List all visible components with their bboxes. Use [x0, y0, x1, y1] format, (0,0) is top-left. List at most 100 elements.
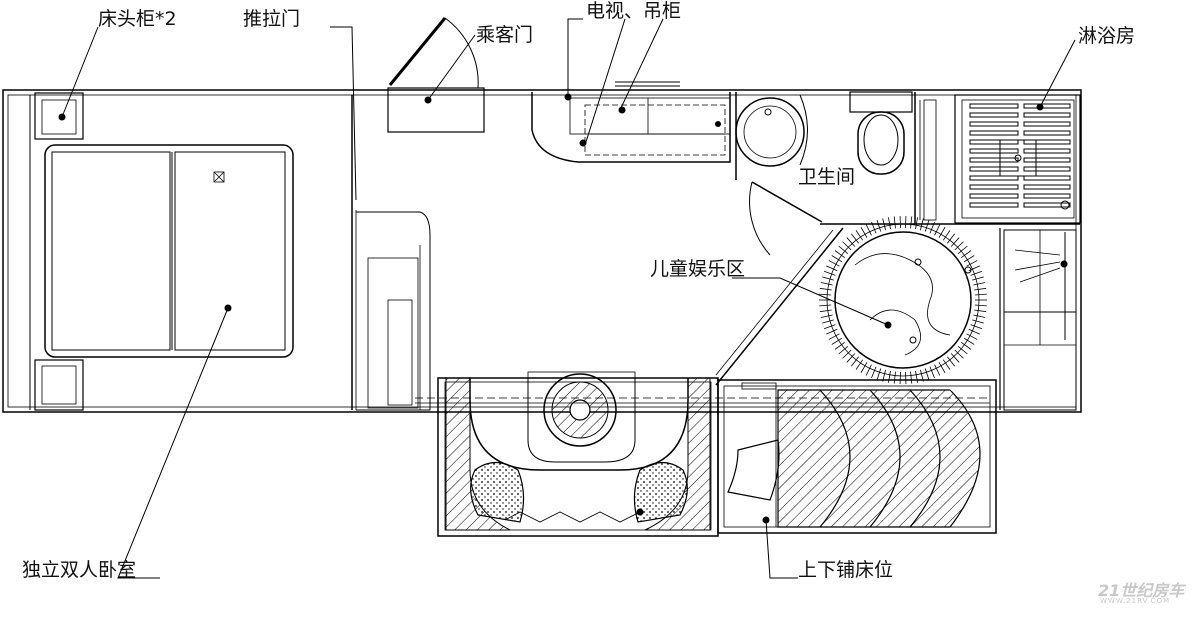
- shower-slat: [969, 103, 1019, 109]
- label-master-bedroom: 独立双人卧室: [22, 559, 137, 581]
- label-tv-cabinet: 电视、吊柜: [586, 0, 682, 22]
- mat-fringe: [819, 287, 832, 291]
- mat-fringe: [973, 282, 986, 286]
- mat-fringe: [831, 255, 843, 263]
- round-play-mat: [834, 231, 972, 369]
- mat-fringe: [893, 371, 896, 384]
- mat-fringe: [834, 341, 845, 350]
- mat-fringe: [957, 345, 968, 355]
- shower-slat: [1023, 193, 1071, 199]
- mat-fringe: [910, 371, 913, 384]
- mat-fringe: [942, 359, 951, 370]
- leader-dots: [58, 93, 1068, 524]
- mat-fringe: [929, 221, 935, 234]
- mat-fringe: [819, 293, 832, 296]
- entrance-step: [387, 87, 485, 133]
- mat-fringe: [838, 245, 849, 255]
- watermark-logo-text: 21世纪房车: [1098, 581, 1185, 600]
- shower-slat: [1023, 166, 1071, 172]
- shower-slat: [1023, 112, 1071, 118]
- mat-fringe: [947, 233, 956, 244]
- mat-fringe: [846, 237, 856, 247]
- shower-slat: [969, 157, 1019, 163]
- shower-slat: [1023, 103, 1071, 109]
- mat-fringe: [838, 345, 849, 355]
- mat-fringe: [865, 364, 872, 376]
- mat-fringe: [831, 337, 843, 345]
- mat-fringe: [850, 356, 859, 367]
- washbasin: [735, 97, 805, 167]
- shower-slat: [1023, 175, 1071, 181]
- mat-fringe: [915, 217, 918, 230]
- mat-fringe: [820, 282, 833, 286]
- mat-fringe: [957, 245, 968, 255]
- mat-fringe: [823, 270, 836, 276]
- mat-fringe: [934, 224, 941, 236]
- mat-fringe: [888, 370, 891, 383]
- entrance-area: [356, 17, 485, 411]
- mat-fringe: [963, 337, 975, 345]
- shower-slat: [969, 193, 1019, 199]
- shower-slat: [969, 112, 1019, 118]
- kids-play-area: [715, 216, 1001, 410]
- mat-fringe: [850, 233, 859, 244]
- mat-fringe: [915, 370, 918, 383]
- shower-slat: [1023, 121, 1071, 127]
- mat-fringe: [972, 276, 984, 281]
- mat-fringe: [822, 276, 834, 281]
- mat-fringe: [920, 218, 924, 231]
- shower-slat: [1023, 148, 1071, 154]
- shower-slat: [969, 166, 1019, 172]
- leader-lines: [61, 18, 1076, 579]
- shower-slat: [969, 121, 1019, 127]
- shower-area: [954, 94, 1081, 224]
- mat-fringe: [876, 368, 882, 381]
- mat-fringe: [846, 353, 856, 363]
- double-bed: [44, 144, 294, 358]
- tv-cabinet-area: [531, 81, 731, 163]
- mat-fringe: [860, 227, 868, 238]
- passenger-door-leaf: [388, 17, 447, 86]
- mat-fringe: [826, 265, 838, 272]
- mat-fringe: [893, 216, 896, 229]
- mat-fringe: [974, 304, 987, 307]
- mat-fringe: [819, 309, 832, 313]
- mat-fringe: [950, 353, 960, 363]
- bedside-cabinet-bottom: [34, 359, 84, 411]
- bedroom-area: [29, 92, 357, 411]
- mat-fringe: [954, 241, 964, 251]
- mat-fringe: [888, 217, 891, 230]
- mat-fringe: [974, 309, 987, 313]
- mat-fringe: [929, 366, 935, 379]
- mat-fringe: [822, 319, 834, 324]
- bunk-bed-area: [717, 379, 997, 534]
- mat-fringe: [954, 349, 964, 359]
- shower-tray: [954, 94, 1081, 224]
- mat-fringe: [970, 270, 983, 276]
- label-kids-play-area: 儿童娱乐区: [650, 258, 746, 280]
- mat-fringe: [934, 364, 941, 376]
- mat-fringe: [924, 368, 930, 381]
- mat-fringe: [970, 324, 983, 330]
- mat-fringe: [974, 287, 987, 291]
- shower-slat: [969, 130, 1019, 136]
- label-passenger-door: 乘客门: [476, 24, 534, 46]
- mat-fringe: [820, 314, 833, 318]
- mat-fringe: [910, 216, 913, 229]
- label-shower-room: 淋浴房: [1078, 25, 1136, 47]
- toilet: [857, 111, 905, 175]
- shower-slat: [969, 139, 1019, 145]
- mat-fringe: [972, 319, 984, 324]
- mat-fringe: [871, 366, 877, 379]
- mat-fringe: [974, 293, 987, 296]
- mat-fringe: [938, 362, 946, 373]
- mat-fringe: [828, 260, 840, 267]
- mat-fringe: [942, 230, 951, 241]
- dinette-table: [543, 373, 617, 447]
- mat-fringe: [924, 219, 930, 232]
- mat-fringe: [871, 221, 877, 234]
- bunk-pillow: [727, 439, 780, 501]
- label-sliding-door: 推拉门: [243, 8, 301, 30]
- mat-fringe: [973, 314, 986, 318]
- mat-fringe: [950, 237, 960, 247]
